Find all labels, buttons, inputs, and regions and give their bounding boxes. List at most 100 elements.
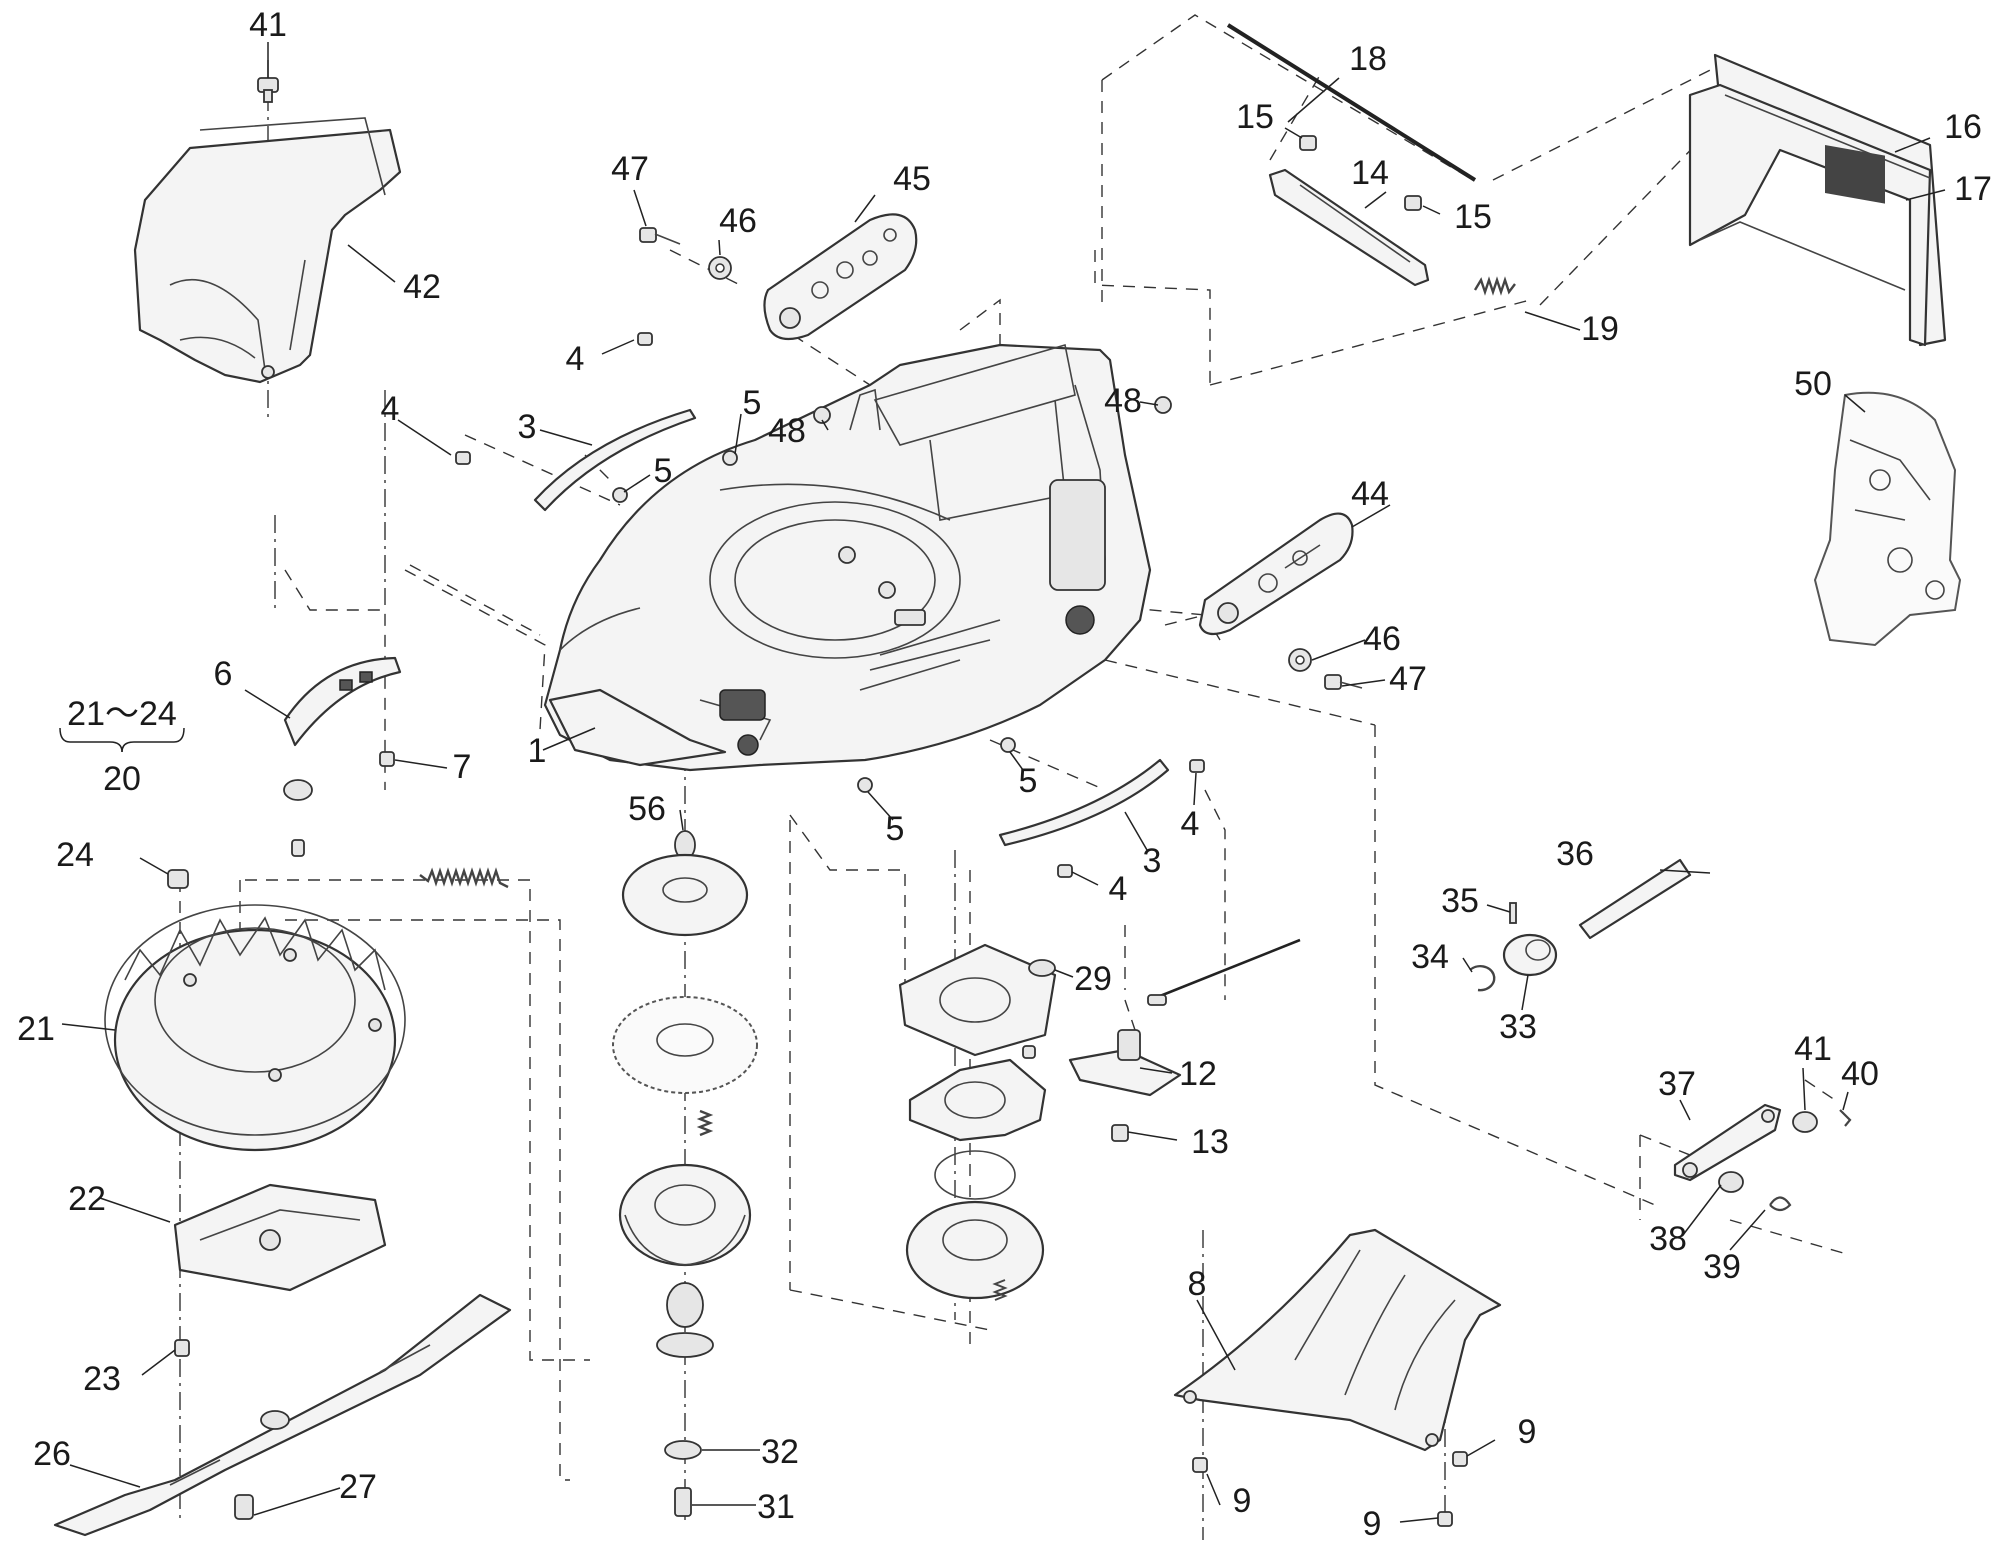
- callout-41-top: 41: [249, 6, 287, 44]
- callout-31: 31: [757, 1488, 795, 1526]
- callout-26: 26: [33, 1435, 71, 1473]
- nut-5-b: [612, 487, 628, 503]
- clutch-disc: [612, 996, 758, 1094]
- callout-50: 50: [1794, 365, 1832, 403]
- blade-adapter-22: [173, 1183, 387, 1292]
- bolt-13: [1111, 1124, 1129, 1142]
- gasket: [934, 1150, 1016, 1200]
- callout-9-a: 9: [1233, 1482, 1252, 1520]
- callout-40: 40: [1841, 1055, 1879, 1093]
- gearbox-50: [1813, 391, 1962, 647]
- callout-9-c: 9: [1363, 1505, 1382, 1543]
- nut-24: [167, 869, 189, 889]
- bolt-4-a: [637, 332, 653, 346]
- drive-pulley: [621, 853, 749, 937]
- rear-guard-8: [1173, 1228, 1502, 1452]
- bolt-31: [674, 1487, 692, 1517]
- bolt-4-d: [1057, 864, 1073, 878]
- mulch-baffle-6: [283, 656, 402, 747]
- brake-lever-12: [1068, 1029, 1182, 1097]
- brake-housing: [905, 1200, 1045, 1300]
- side-discharge-deflector: [133, 117, 402, 384]
- callout-34: 34: [1411, 938, 1449, 976]
- screw-small-right: [1022, 1045, 1036, 1059]
- screw-9-a: [1192, 1457, 1208, 1473]
- bolt-4-b: [455, 451, 471, 465]
- rod-18: [1226, 23, 1477, 182]
- callout-47-top: 47: [611, 150, 649, 188]
- callout-15-a: 15: [1236, 98, 1274, 136]
- callout-labels: 41 42 47 46 45 18 15 14 15 16 17 19 50 4…: [17, 6, 1992, 1543]
- callout-21-24: 21～24: [67, 695, 177, 733]
- nut-48-a: [813, 406, 831, 424]
- bearing-33: [1502, 933, 1558, 977]
- washer-38: [1718, 1171, 1744, 1193]
- bolt-23: [174, 1339, 190, 1357]
- hinge-bracket-14: [1268, 168, 1430, 287]
- callout-3-top: 3: [518, 408, 537, 446]
- spacer: [666, 1282, 704, 1328]
- callout-20: 20: [103, 760, 141, 798]
- link-bar-37: [1673, 1103, 1782, 1182]
- circlip-34: [1469, 964, 1496, 992]
- screw-9-b: [1452, 1451, 1468, 1467]
- callout-4-d: 4: [1109, 870, 1128, 908]
- height-adjuster-plate-44: [1198, 512, 1354, 636]
- nut-5-a: [722, 450, 738, 466]
- mower-blade-26: [53, 1293, 512, 1537]
- screw-7: [379, 751, 395, 767]
- callout-24: 24: [56, 836, 94, 874]
- baffle-3-bottom: [998, 758, 1170, 847]
- callout-16: 16: [1944, 108, 1982, 146]
- callout-45: 45: [893, 160, 931, 198]
- brake-plate: [908, 1058, 1047, 1142]
- screw-9-c: [1437, 1511, 1453, 1527]
- callout-32: 32: [761, 1433, 799, 1471]
- callout-7: 7: [453, 748, 472, 786]
- callout-56: 56: [628, 790, 666, 828]
- washer-29: [1028, 959, 1056, 977]
- washer-41-right: [1792, 1111, 1818, 1133]
- clip-39: [1769, 1196, 1792, 1212]
- brake-cable: [1147, 938, 1301, 1006]
- callout-41-right: 41: [1794, 1030, 1832, 1068]
- callout-22: 22: [68, 1180, 106, 1218]
- mower-deck-1: [543, 343, 1152, 772]
- baffle-3-top: [533, 408, 697, 512]
- brake-spring: [696, 1109, 714, 1137]
- leader-lines: [59, 42, 1946, 1523]
- pin-40: [1839, 1109, 1852, 1127]
- callout-12: 12: [1179, 1055, 1217, 1093]
- callout-46-top: 46: [719, 202, 757, 240]
- nut-5-c: [1000, 737, 1016, 753]
- washer-32: [664, 1440, 702, 1460]
- callout-33: 33: [1499, 1008, 1537, 1046]
- callout-4-c: 4: [1181, 805, 1200, 843]
- engine-mount-plate: [898, 943, 1057, 1057]
- callout-42: 42: [403, 268, 441, 306]
- extension-spring: [419, 867, 509, 889]
- callout-5-b: 5: [654, 452, 673, 490]
- callout-35: 35: [1441, 882, 1479, 920]
- callout-6: 6: [214, 655, 233, 693]
- callout-44: 44: [1351, 475, 1389, 513]
- callout-36: 36: [1556, 835, 1594, 873]
- callout-1: 1: [528, 732, 547, 770]
- callout-19: 19: [1581, 310, 1619, 348]
- cooling-fan-21: [104, 904, 406, 1152]
- rear-flap-16: [1688, 53, 1947, 347]
- spring-19: [1473, 276, 1516, 296]
- callout-46-right: 46: [1363, 620, 1401, 658]
- callout-14: 14: [1351, 154, 1389, 192]
- callout-9-b: 9: [1518, 1413, 1537, 1451]
- callout-15-b: 15: [1454, 198, 1492, 236]
- callout-48-b: 48: [1104, 382, 1142, 420]
- callout-8: 8: [1188, 1265, 1207, 1303]
- callout-5-a: 5: [743, 384, 762, 422]
- callout-13: 13: [1191, 1123, 1229, 1161]
- bolt-47-right: [1324, 674, 1363, 690]
- callout-4-b: 4: [381, 390, 400, 428]
- callout-23: 23: [83, 1360, 121, 1398]
- callout-38: 38: [1649, 1220, 1687, 1258]
